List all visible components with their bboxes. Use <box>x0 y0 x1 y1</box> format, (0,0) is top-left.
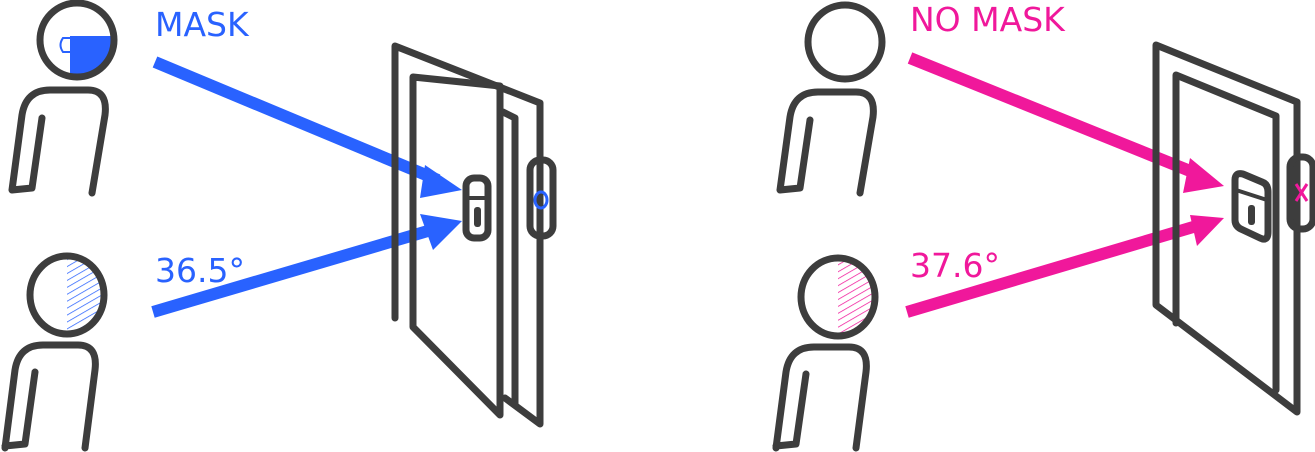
temperature-normal-label: 36.5° <box>155 251 245 290</box>
arrow-nomask-to-door <box>907 52 1224 193</box>
no-mask-label: NO MASK <box>910 0 1065 39</box>
door-open-icon <box>391 42 557 428</box>
arrow-mask-to-door <box>152 56 462 198</box>
mask-label: MASK <box>155 5 249 44</box>
arrow-temp-to-door <box>151 214 462 318</box>
person-fever-icon <box>772 254 879 452</box>
person-temperature-icon <box>1 252 108 452</box>
door-closed-icon <box>1152 41 1315 416</box>
person-unmasked-icon <box>776 1 886 197</box>
sensor-denied-icon <box>1294 183 1309 202</box>
sensor-ok-icon <box>533 190 549 210</box>
person-masked-icon <box>8 0 118 197</box>
temperature-high-label: 37.6° <box>910 246 1000 285</box>
arrow-fever-to-door <box>905 215 1224 318</box>
